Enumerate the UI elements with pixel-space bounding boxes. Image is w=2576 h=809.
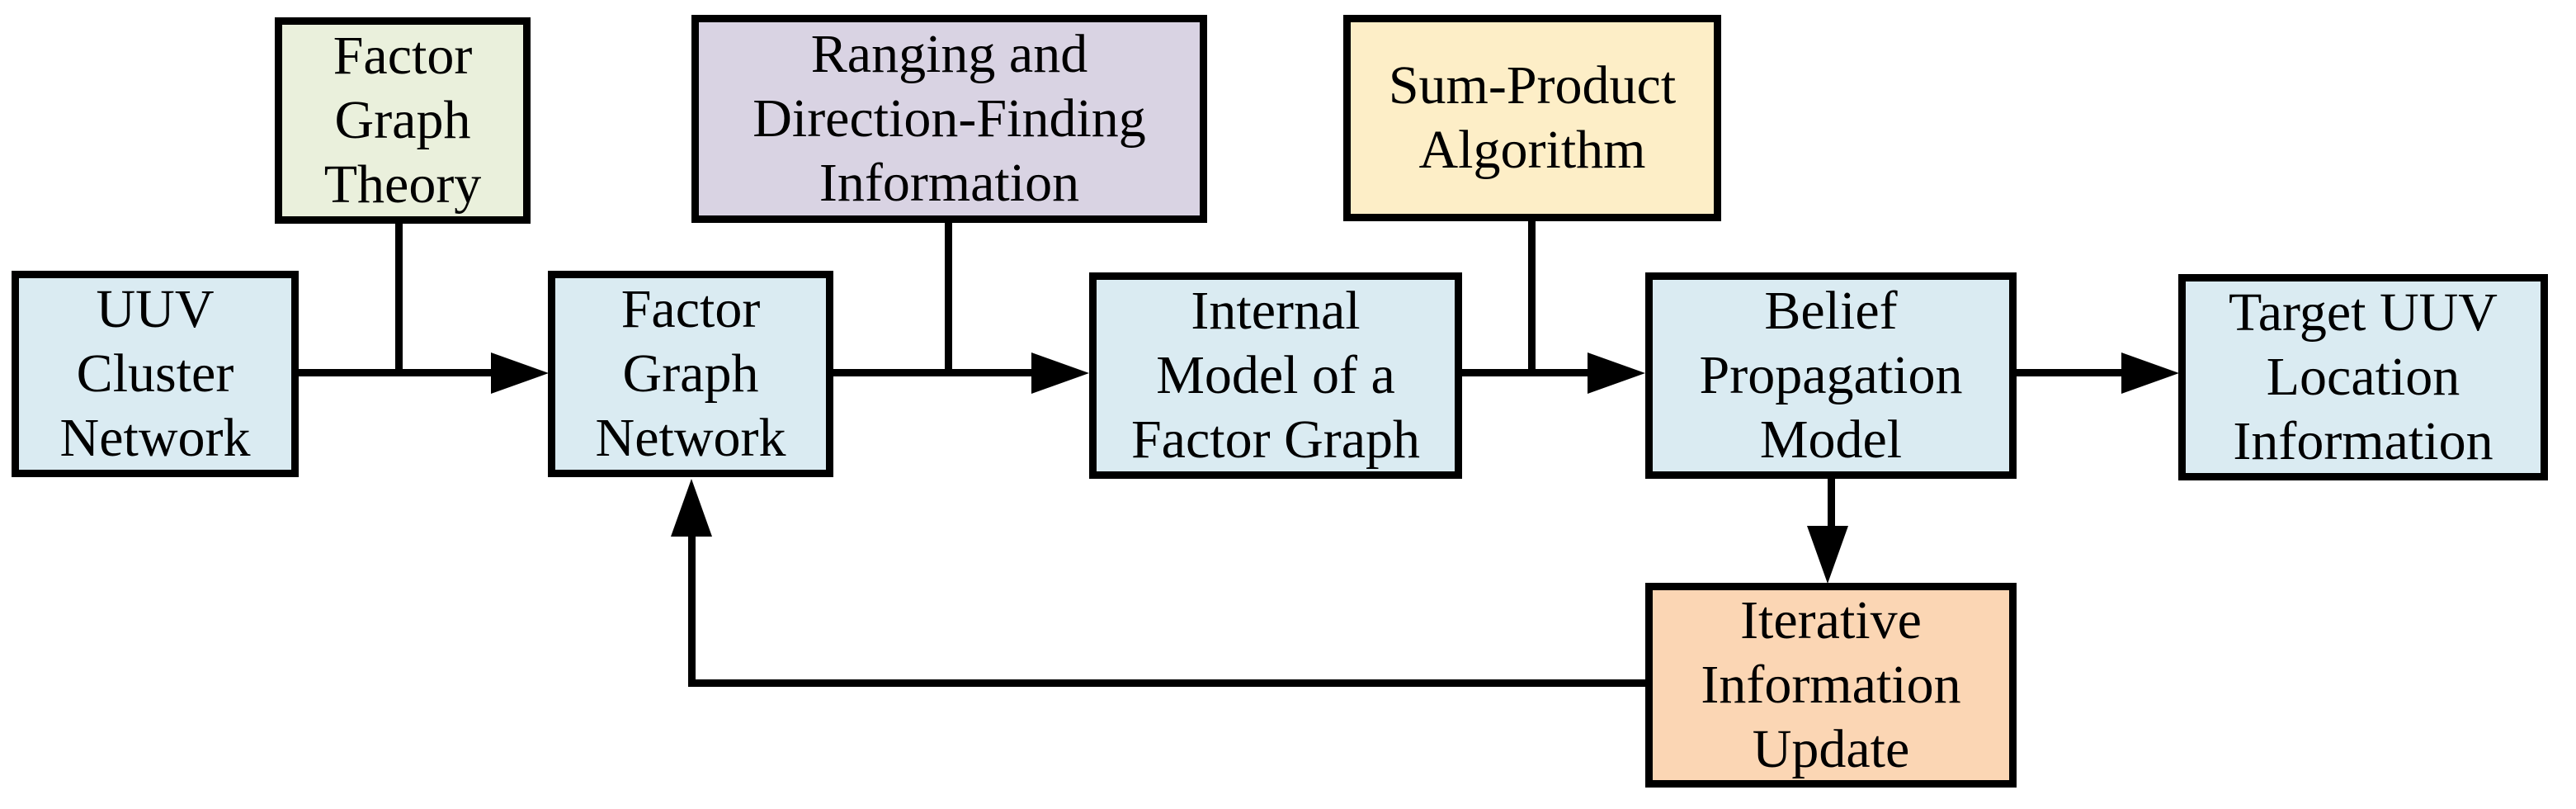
node-uuv-cluster-network: UUV Cluster Network <box>12 271 299 477</box>
node-target-uuv-location-information: Target UUV Location Information <box>2178 274 2548 480</box>
node-ranging-direction-finding-information: Ranging and Direction-Finding Informatio… <box>691 15 1207 223</box>
arrow-bpm-to-target-head-icon <box>2121 352 2179 394</box>
arrow-uuv-to-fgn-head-icon <box>491 352 549 394</box>
node-sum-product-algorithm: Sum-Product Algorithm <box>1343 15 1721 221</box>
arrow-bpm-to-iterative-head-icon <box>1807 526 1848 584</box>
feedback-iterative-to-fgn-head-icon <box>671 479 712 537</box>
node-factor-graph-theory: Factor Graph Theory <box>275 17 531 224</box>
feedback-iterative-to-fgn-horizontal-line <box>688 679 1645 687</box>
connector-sum-product-stub <box>1528 218 1536 376</box>
node-belief-propagation-model: Belief Propagation Model <box>1645 272 2017 479</box>
node-iterative-information-update: Iterative Information Update <box>1645 583 2017 788</box>
connector-ranging-stub <box>945 220 952 376</box>
connector-theory-stub <box>395 221 403 376</box>
arrow-uuv-to-fgn-line <box>299 369 491 376</box>
feedback-iterative-to-fgn-vertical-line <box>688 535 696 687</box>
arrow-fgn-to-internal-head-icon <box>1031 352 1089 394</box>
node-factor-graph-network: Factor Graph Network <box>548 271 833 477</box>
arrow-bpm-to-iterative-line <box>1828 479 1835 527</box>
arrow-fgn-to-internal-line <box>833 369 1031 376</box>
arrow-bpm-to-target-line <box>2017 369 2121 376</box>
node-internal-model-of-factor-graph: Internal Model of a Factor Graph <box>1089 272 1462 479</box>
arrow-internal-to-bpm-line <box>1462 369 1589 376</box>
arrow-internal-to-bpm-head-icon <box>1588 352 1645 394</box>
